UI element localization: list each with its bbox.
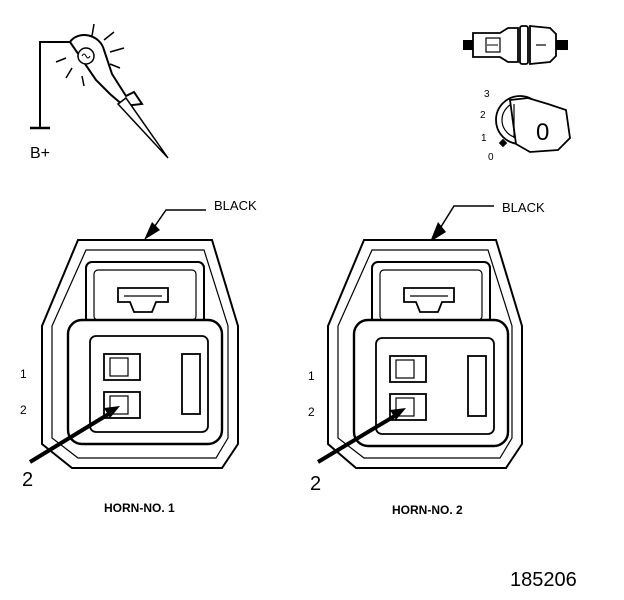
horn-1-title: HORN-NO. 1 [104, 501, 175, 515]
switch-position-2: 2 [480, 110, 486, 121]
horn-2-cavity-2-label: 2 [308, 405, 315, 419]
horn-1-callout-number: 2 [22, 469, 33, 491]
connector-plug-icon [463, 25, 568, 65]
figure-number: 185206 [510, 569, 577, 591]
horn-2-cavity-1-label: 1 [308, 369, 315, 383]
horn-2-wire-color-label: BLACK [502, 200, 545, 215]
ignition-key-switch-icon [495, 95, 571, 153]
horn-1-cavity-2-label: 2 [20, 403, 27, 417]
horn-1-wire-color-label: BLACK [214, 198, 257, 213]
horn-2-connector [316, 205, 523, 469]
test-light-probe-icon [30, 23, 169, 159]
supply-label: B+ [30, 145, 50, 162]
horn-2-title: HORN-NO. 2 [392, 503, 463, 517]
switch-position-0: 0 [488, 152, 494, 163]
key-position-label: 0 [536, 119, 549, 146]
horn-1-cavity-1-label: 1 [20, 367, 27, 381]
switch-position-1: 1 [481, 133, 487, 144]
horn-1-connector [28, 209, 239, 469]
switch-position-3: 3 [484, 89, 490, 100]
horn-2-callout-number: 2 [310, 473, 321, 495]
